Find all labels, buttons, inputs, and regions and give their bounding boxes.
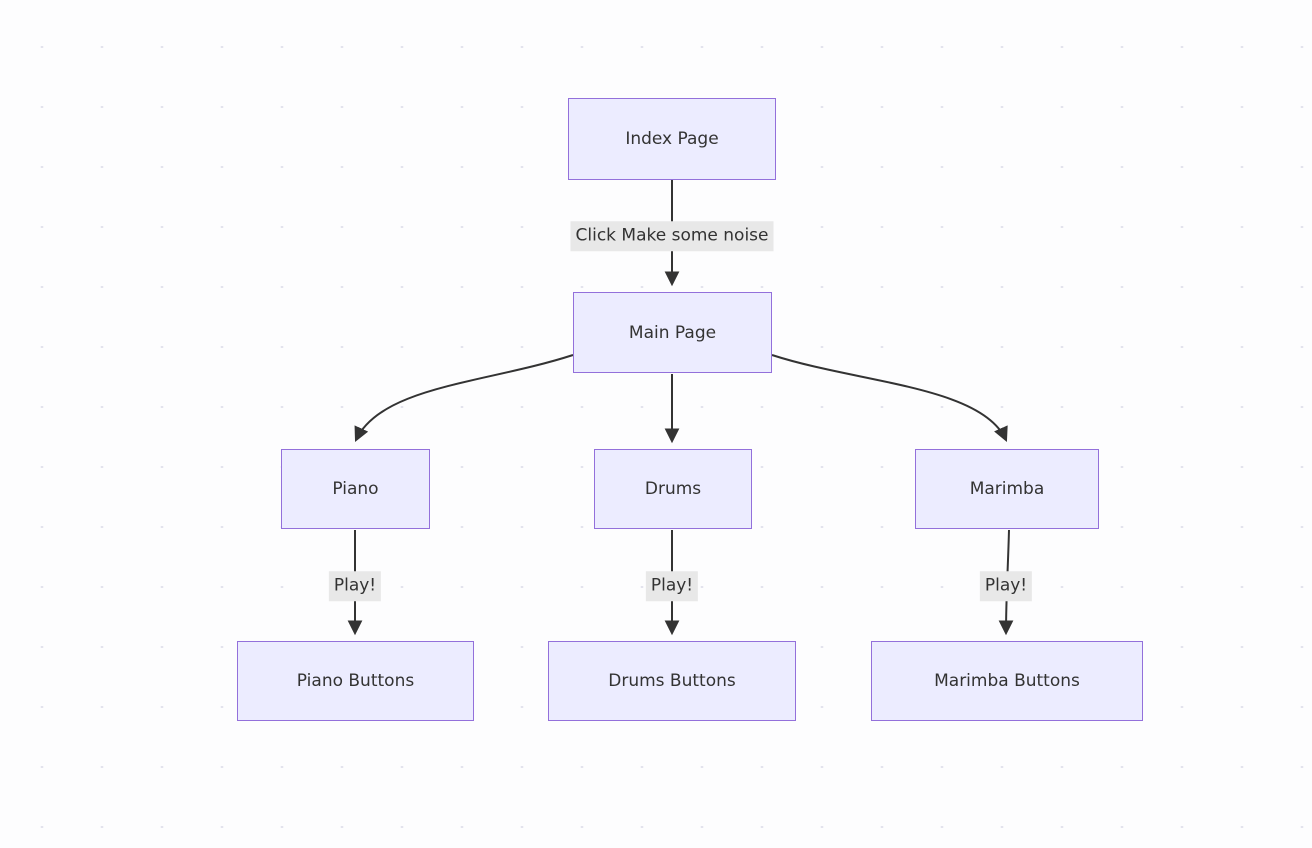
edge-main-to-piano xyxy=(354,354,574,443)
node-main-page-label: Main Page xyxy=(628,322,717,343)
node-marimba-buttons-label: Marimba Buttons xyxy=(934,671,1080,691)
node-piano: Piano xyxy=(281,449,430,529)
node-marimba-label: Marimba xyxy=(969,479,1045,499)
node-index-page: Index Page xyxy=(568,98,776,180)
node-main-page: Main Page xyxy=(573,292,772,373)
node-drums-buttons-label: Drums Buttons xyxy=(608,671,736,691)
node-piano-buttons: Piano Buttons xyxy=(237,641,474,721)
node-piano-label: Piano xyxy=(332,479,379,499)
node-marimba-buttons: Marimba Buttons xyxy=(871,641,1143,721)
edge-main-to-marimba xyxy=(771,354,1008,443)
node-piano-buttons-label: Piano Buttons xyxy=(296,671,415,691)
edge-label-play-marimba: Play! xyxy=(979,571,1033,601)
edge-label-click-make-some-noise: Click Make some noise xyxy=(570,221,774,251)
node-marimba: Marimba xyxy=(915,449,1099,529)
node-index-page-label: Index Page xyxy=(625,129,719,149)
node-drums-label: Drums xyxy=(644,479,702,499)
edge-label-play-piano: Play! xyxy=(328,571,382,601)
node-drums: Drums xyxy=(594,449,752,529)
node-drums-buttons: Drums Buttons xyxy=(548,641,796,721)
edge-label-play-drums: Play! xyxy=(645,571,699,601)
